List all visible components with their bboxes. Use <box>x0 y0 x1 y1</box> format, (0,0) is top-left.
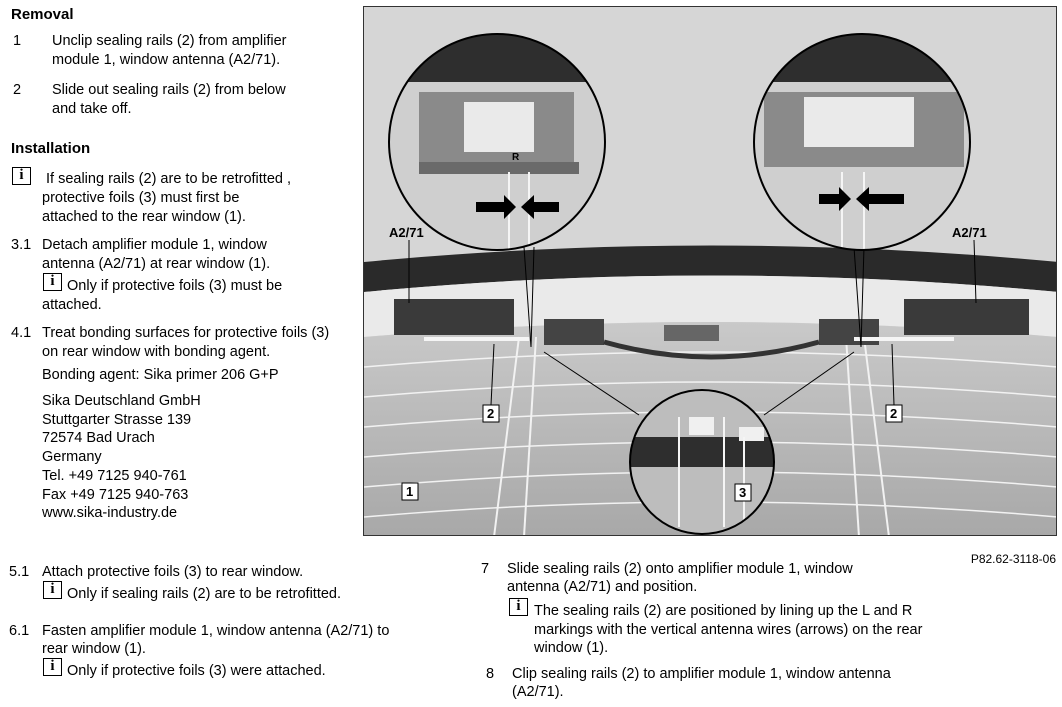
step-text: Detach amplifier module 1, window <box>42 237 267 253</box>
note-text: markings with the vertical antenna wires… <box>534 622 923 638</box>
antenna-wires <box>493 336 890 535</box>
magnifier-bottom <box>630 390 774 534</box>
amplifier-module-left <box>394 299 514 335</box>
step-text: and take off. <box>52 101 132 117</box>
info-icon: i <box>12 167 31 185</box>
step-number: 4.1 <box>11 325 32 341</box>
installation-heading: Installation <box>11 140 91 157</box>
figure-caption: P82.62-3118-06 <box>970 552 1056 566</box>
step-text: Attach protective foils (3) to rear wind… <box>42 564 304 580</box>
step-text: antenna (A2/71) and position. <box>507 579 698 595</box>
rear-window-illustration: R A2/71 A2/71 2 <box>364 7 1056 535</box>
step-text: Treat bonding surfaces for protective fo… <box>42 325 330 341</box>
magnifier-right <box>754 34 970 250</box>
info-icon: i <box>43 658 62 676</box>
connector-right <box>819 319 879 345</box>
address-line: Sika Deutschland GmbH <box>42 393 201 409</box>
label-3: 3 <box>739 485 746 500</box>
magnifier-left-ring <box>388 33 606 251</box>
step-text: rear window (1). <box>42 641 146 657</box>
note-text: protective foils (3) must first be <box>42 190 240 206</box>
dotted-border <box>364 275 1056 337</box>
cable <box>603 339 820 360</box>
center-bracket <box>664 325 719 341</box>
step-text: Fasten amplifier module 1, window antenn… <box>42 623 390 639</box>
bonding-agent: Bonding agent: Sika primer 206 G+P <box>42 367 279 383</box>
note-text: If sealing rails (2) are to be retrofitt… <box>46 171 291 187</box>
info-icon: i <box>509 598 528 616</box>
label-1: 1 <box>406 484 413 499</box>
label-a2-71-left: A2/71 <box>389 225 424 240</box>
address-line: Stuttgarter Strasse 139 <box>42 412 192 428</box>
note-text: attached. <box>42 297 102 313</box>
step-text: Clip sealing rails (2) to amplifier modu… <box>512 666 891 682</box>
label-2-left: 2 <box>487 406 494 421</box>
address-line: Fax +49 7125 940-763 <box>42 487 189 503</box>
step-text: antenna (A2/71) at rear window (1). <box>42 256 271 272</box>
leader-lines <box>408 239 977 416</box>
magnifier-right-ring <box>753 33 971 251</box>
label-2-right: 2 <box>890 406 897 421</box>
note-text: Only if protective foils (3) were attach… <box>67 663 326 679</box>
step-text: Slide out sealing rails (2) from below <box>52 82 286 98</box>
label-a2-71-right: A2/71 <box>952 225 987 240</box>
step-text: (A2/71). <box>512 684 564 700</box>
step-text: module 1, window antenna (A2/71). <box>52 52 281 68</box>
step-number: 5.1 <box>9 564 30 580</box>
note-text: Only if sealing rails (2) are to be retr… <box>67 586 342 602</box>
marker-label: R <box>512 152 520 163</box>
step-number: 6.1 <box>9 623 30 639</box>
step-text: Unclip sealing rails (2) from amplifier <box>52 33 287 49</box>
address-line: 72574 Bad Urach <box>42 430 155 446</box>
note-text: The sealing rails (2) are positioned by … <box>534 603 913 619</box>
address-line: Tel. +49 7125 940-761 <box>42 468 187 484</box>
step-text: on rear window with bonding agent. <box>42 344 271 360</box>
info-icon: i <box>43 581 62 599</box>
note-text: window (1). <box>534 640 609 656</box>
step-number: 2 <box>13 82 22 98</box>
amplifier-module-right <box>904 299 1029 335</box>
step-number: 3.1 <box>11 237 32 253</box>
address-link[interactable]: www.sika-industry.de <box>42 505 178 521</box>
step-text: Slide sealing rails (2) onto amplifier m… <box>507 561 853 577</box>
step-number: 1 <box>13 33 22 49</box>
step-number: 7 <box>481 561 490 577</box>
note-text: attached to the rear window (1). <box>42 209 246 225</box>
magnifier-bottom-ring <box>629 389 775 535</box>
removal-heading: Removal <box>11 6 74 23</box>
connector-left <box>544 319 604 345</box>
note-text: Only if protective foils (3) must be <box>67 278 283 294</box>
info-icon: i <box>43 273 62 291</box>
address-line: Germany <box>42 449 102 465</box>
step-number: 8 <box>486 666 495 682</box>
rear-window-figure: R A2/71 A2/71 2 <box>363 6 1057 536</box>
window-seal <box>364 245 1056 292</box>
